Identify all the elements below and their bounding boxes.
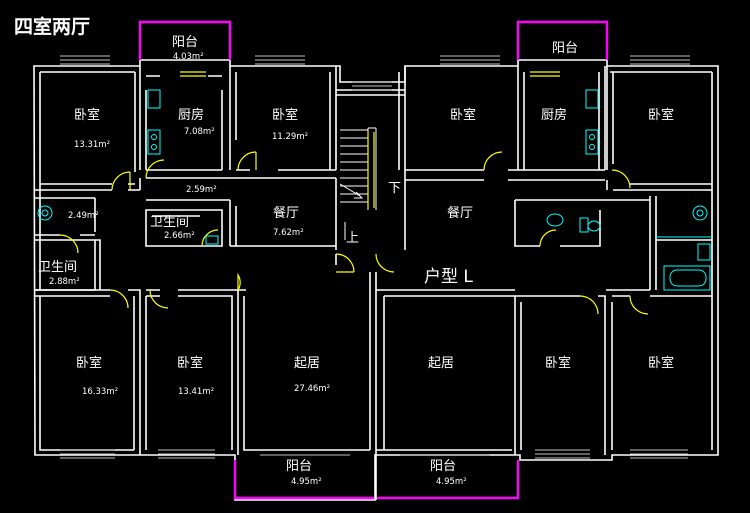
svg-text:起居: 起居: [428, 356, 454, 371]
fixtures: [37, 89, 712, 291]
balcony-bottom-right-label: 阳台 4.95m²: [430, 459, 467, 487]
svg-text:7.08m²: 7.08m²: [184, 127, 215, 137]
svg-text:厨房: 厨房: [178, 107, 204, 123]
svg-text:4.03m²: 4.03m²: [173, 52, 204, 62]
svg-text:卧室: 卧室: [450, 107, 476, 123]
balconies: [138, 20, 609, 500]
svg-text:2.66m²: 2.66m²: [164, 231, 195, 241]
svg-text:13.41m²: 13.41m²: [178, 387, 214, 397]
svg-text:卧室: 卧室: [648, 355, 674, 371]
svg-text:阳台: 阳台: [286, 459, 312, 474]
svg-text:卧室: 卧室: [545, 355, 571, 371]
bedroom-bottom-right-label: 卧室: [648, 355, 674, 371]
svg-text:13.31m²: 13.31m²: [74, 140, 110, 150]
kitchen-right-label: 厨房: [541, 107, 567, 123]
svg-text:卧室: 卧室: [74, 107, 100, 123]
dining-right-label: 餐厅: [447, 205, 473, 221]
svg-text:卧室: 卧室: [648, 107, 674, 123]
svg-text:7.62m²: 7.62m²: [273, 228, 304, 238]
svg-text:2.88m²: 2.88m²: [49, 277, 80, 287]
svg-text:卧室: 卧室: [272, 107, 298, 123]
svg-text:餐厅: 餐厅: [273, 205, 299, 221]
walls: [33, 59, 719, 501]
closet-area-label: 2.49m²: [68, 211, 99, 221]
bedroom-bottom-second-label: 卧室 13.41m²: [177, 355, 214, 397]
bathroom-lower-left-label: 卫生间 2.88m²: [38, 260, 80, 287]
living-left-label: 起居 27.46m²: [294, 356, 330, 394]
balcony-top-right-label: 阳台: [552, 41, 578, 56]
kitchen-left-label: 厨房 7.08m²: [178, 107, 215, 137]
windows: [60, 55, 690, 459]
bedroom-top-right-center-label: 卧室: [450, 107, 476, 123]
svg-text:卫生间: 卫生间: [38, 260, 77, 275]
svg-text:餐厅: 餐厅: [447, 205, 473, 221]
svg-text:卫生间: 卫生间: [150, 215, 189, 230]
stair-rail: [367, 132, 375, 208]
svg-text:厨房: 厨房: [541, 107, 567, 123]
svg-text:16.33m²: 16.33m²: [82, 387, 118, 397]
bedroom-top-middle-label: 卧室 11.29m²: [272, 107, 308, 142]
svg-text:起居: 起居: [294, 356, 320, 371]
svg-text:卧室: 卧室: [76, 355, 102, 371]
svg-text:卧室: 卧室: [177, 355, 203, 371]
page-title: 四室两厅: [14, 15, 90, 38]
unit-type-label: 户型 L: [424, 267, 473, 287]
dining-left-label: 餐厅 7.62m²: [273, 205, 304, 238]
svg-text:阳台: 阳台: [552, 41, 578, 56]
bedroom-bottom-third-label: 卧室: [545, 355, 571, 371]
stair-down-label: 下: [388, 181, 401, 196]
balcony-top-left-label: 阳台 4.03m²: [172, 35, 204, 62]
bathroom-left-label: 卫生间 2.66m²: [150, 215, 195, 241]
svg-text:阳台: 阳台: [172, 35, 198, 50]
corridor-area-label: 2.59m²: [186, 185, 217, 195]
svg-text:2.59m²: 2.59m²: [186, 185, 217, 195]
bedroom-bottom-left-label: 卧室 16.33m²: [76, 355, 118, 397]
balcony-bottom-left-label: 阳台 4.95m²: [286, 459, 322, 487]
svg-text:27.46m²: 27.46m²: [294, 384, 330, 394]
svg-text:阳台: 阳台: [430, 459, 456, 474]
svg-text:2.49m²: 2.49m²: [68, 211, 99, 221]
doors: [59, 71, 649, 315]
stairs: [339, 127, 377, 240]
svg-text:11.29m²: 11.29m²: [272, 132, 308, 142]
stair-up-label: 上: [346, 231, 359, 246]
living-right-label: 起居: [428, 356, 454, 371]
bedroom-top-right-label: 卧室: [648, 107, 674, 123]
svg-text:4.95m²: 4.95m²: [291, 477, 322, 487]
bedroom-top-left-label: 卧室 13.31m²: [74, 107, 110, 150]
svg-text:4.95m²: 4.95m²: [436, 477, 467, 487]
